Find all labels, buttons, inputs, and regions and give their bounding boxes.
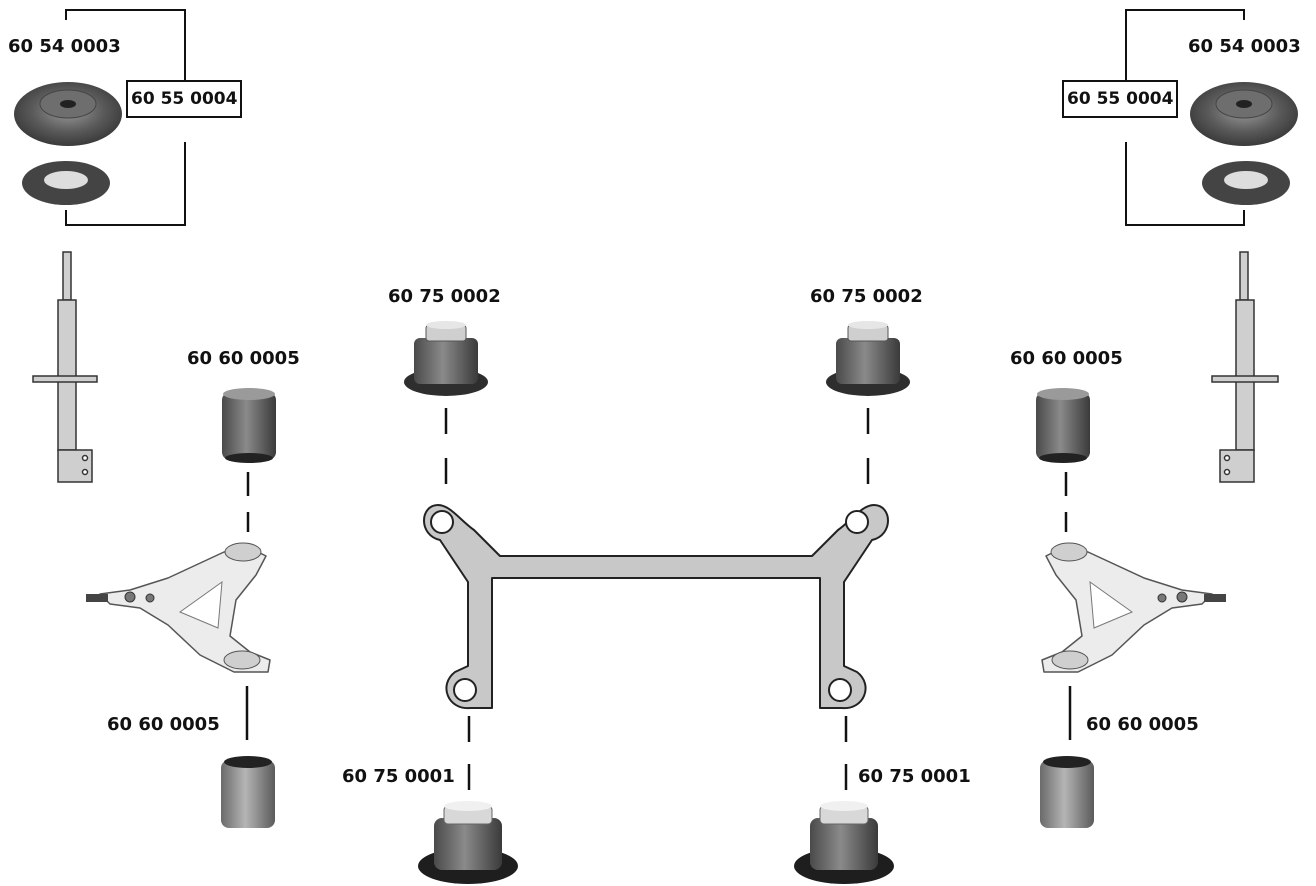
left-upper-arm-bushing	[222, 388, 276, 463]
subframe-mount-bottom-left	[418, 801, 518, 884]
subframe-mount-bottom-right	[794, 801, 894, 884]
left-lower-arm-bushing	[221, 756, 275, 828]
leader-lines	[245, 408, 1072, 790]
right-shock-absorber	[1211, 251, 1279, 483]
label-subframe-bottom-left: 60 75 0001	[342, 766, 455, 787]
left-kit-bracket	[65, 9, 186, 226]
label-subframe-bottom-right: 60 75 0001	[858, 766, 971, 787]
left-bearing-ring	[22, 161, 110, 205]
label-kit-left: 60 55 0004	[126, 80, 243, 118]
subframe	[423, 504, 889, 710]
label-arm-upper-right: 60 60 0005	[1010, 348, 1123, 369]
left-top-mount	[14, 82, 122, 146]
label-subframe-top-right: 60 75 0002	[810, 286, 923, 307]
right-kit-bracket	[1125, 9, 1245, 226]
right-upper-arm-bushing	[1036, 388, 1090, 463]
right-lower-arm-bushing	[1040, 756, 1094, 828]
subframe-mount-top-right	[826, 321, 910, 396]
subframe-mount-top-left	[404, 321, 488, 396]
right-control-arm	[1041, 542, 1226, 673]
left-control-arm	[86, 542, 271, 673]
right-top-mount	[1190, 82, 1298, 146]
label-kit-right: 60 55 0004	[1062, 80, 1179, 118]
label-top-mount-right: 60 54 0003	[1188, 36, 1301, 57]
label-arm-lower-right: 60 60 0005	[1086, 714, 1199, 735]
label-top-mount-left: 60 54 0003	[8, 36, 121, 57]
label-subframe-top-left: 60 75 0002	[388, 286, 501, 307]
label-arm-upper-left: 60 60 0005	[187, 348, 300, 369]
left-shock-absorber	[32, 251, 98, 483]
label-arm-lower-left: 60 60 0005	[107, 714, 220, 735]
right-bearing-ring	[1202, 161, 1290, 205]
